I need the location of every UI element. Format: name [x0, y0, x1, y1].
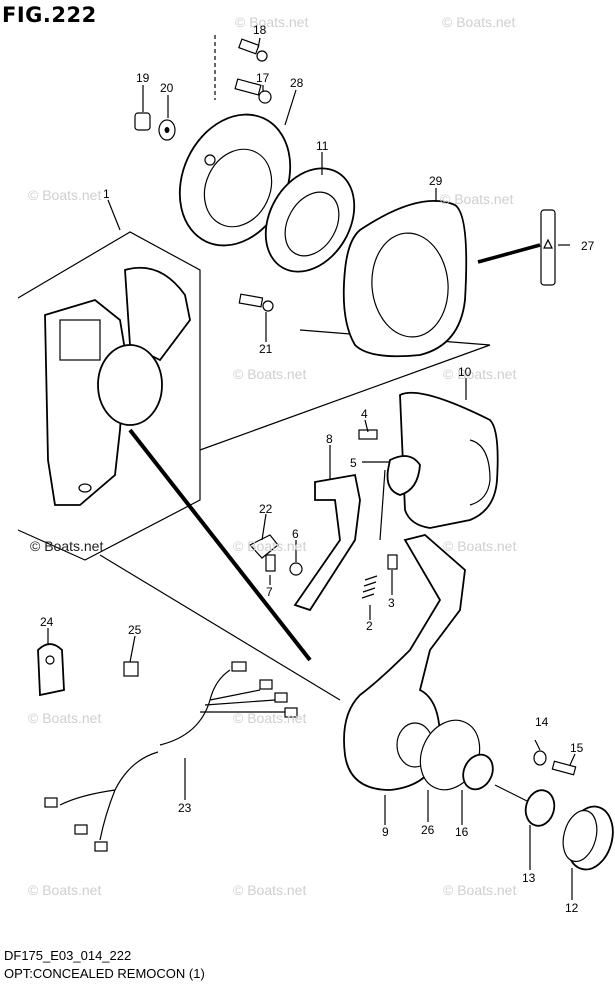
figure-title: FIG.222 — [2, 3, 97, 27]
part-callout: 11 — [316, 139, 329, 153]
bolt-3-shape — [387, 554, 398, 570]
part-callout: 14 — [535, 715, 549, 729]
part-callout: 9 — [382, 825, 389, 839]
plate-22-shape — [249, 534, 279, 559]
control-housing-1-shape — [44, 266, 191, 506]
bolt-15-shape — [551, 760, 577, 776]
watermark: © Boats.net — [442, 14, 516, 30]
holder-25-shape — [123, 661, 139, 677]
watermark: © Boats.net — [233, 882, 307, 898]
part-callout: 4 — [361, 407, 368, 421]
watermark: © Boats.net — [28, 710, 102, 726]
plate-28-shape — [178, 113, 292, 247]
screw-7-shape — [265, 554, 276, 572]
part-callout: 8 — [326, 432, 333, 446]
clip-24-shape — [37, 643, 65, 697]
part-callout: 25 — [128, 623, 142, 637]
part-callout: 10 — [458, 365, 472, 379]
watermark: © Boats.net — [443, 538, 517, 554]
part-callout: 5 — [350, 456, 357, 470]
lever-8-shape — [293, 473, 361, 612]
part-callout: 21 — [259, 342, 273, 356]
label-27-shape — [540, 209, 556, 286]
cover-10-shape — [399, 391, 499, 529]
part-callout: 17 — [256, 71, 270, 85]
part-callout: 29 — [429, 174, 443, 188]
nut-19-shape — [134, 112, 151, 131]
screw-21-shape — [238, 293, 264, 308]
part-callout: 1 — [103, 187, 110, 201]
watermark: © Boats.net — [443, 882, 517, 898]
part-callout: 16 — [455, 825, 469, 839]
nut-6-shape — [289, 562, 303, 576]
part-callout: 3 — [388, 596, 395, 610]
part-callout: 2 — [366, 619, 373, 633]
figure-code: DF175_E03_014_222 — [4, 948, 132, 963]
part-callout: 13 — [522, 871, 536, 885]
watermark: © Boats.net — [28, 882, 102, 898]
part-callout: 6 — [292, 527, 299, 541]
part-callout: 23 — [178, 801, 192, 815]
part-callout: 12 — [565, 901, 579, 915]
part-callout: 19 — [136, 71, 150, 85]
harness-23-shape — [44, 661, 298, 852]
watermark: © Boats.net — [233, 366, 307, 382]
watermark: © Boats.net — [28, 187, 102, 203]
part-callout: 20 — [160, 81, 174, 95]
gasket-29-shape — [342, 200, 468, 358]
screw-18-shape — [214, 35, 268, 100]
hub-13-shape — [524, 789, 556, 827]
part-callout: 15 — [570, 741, 584, 755]
part-callout: 18 — [253, 23, 267, 37]
watermark: © Boats.net — [30, 538, 104, 554]
figure-caption: OPT:CONCEALED REMOCON (1) — [4, 966, 205, 981]
watermark: © Boats.net — [440, 191, 514, 207]
watermark: © Boats.net — [233, 538, 307, 554]
part-callout: 22 — [259, 502, 273, 516]
watermark: © Boats.net — [443, 366, 517, 382]
nut-14-shape — [533, 750, 547, 766]
disc-16-shape — [462, 753, 494, 791]
ring-11-shape — [264, 167, 356, 273]
watermark: © Boats.net — [235, 14, 309, 30]
spring-2-shape — [361, 575, 378, 599]
part-callout: 26 — [421, 823, 435, 837]
part-callout: 28 — [290, 76, 304, 90]
part-callout: 27 — [581, 239, 595, 253]
screw-17-shape — [234, 78, 272, 104]
part-callout: 7 — [266, 585, 273, 599]
part-callout: 24 — [40, 615, 54, 629]
detent-5-shape — [386, 455, 421, 496]
watermark: © Boats.net — [233, 710, 307, 726]
